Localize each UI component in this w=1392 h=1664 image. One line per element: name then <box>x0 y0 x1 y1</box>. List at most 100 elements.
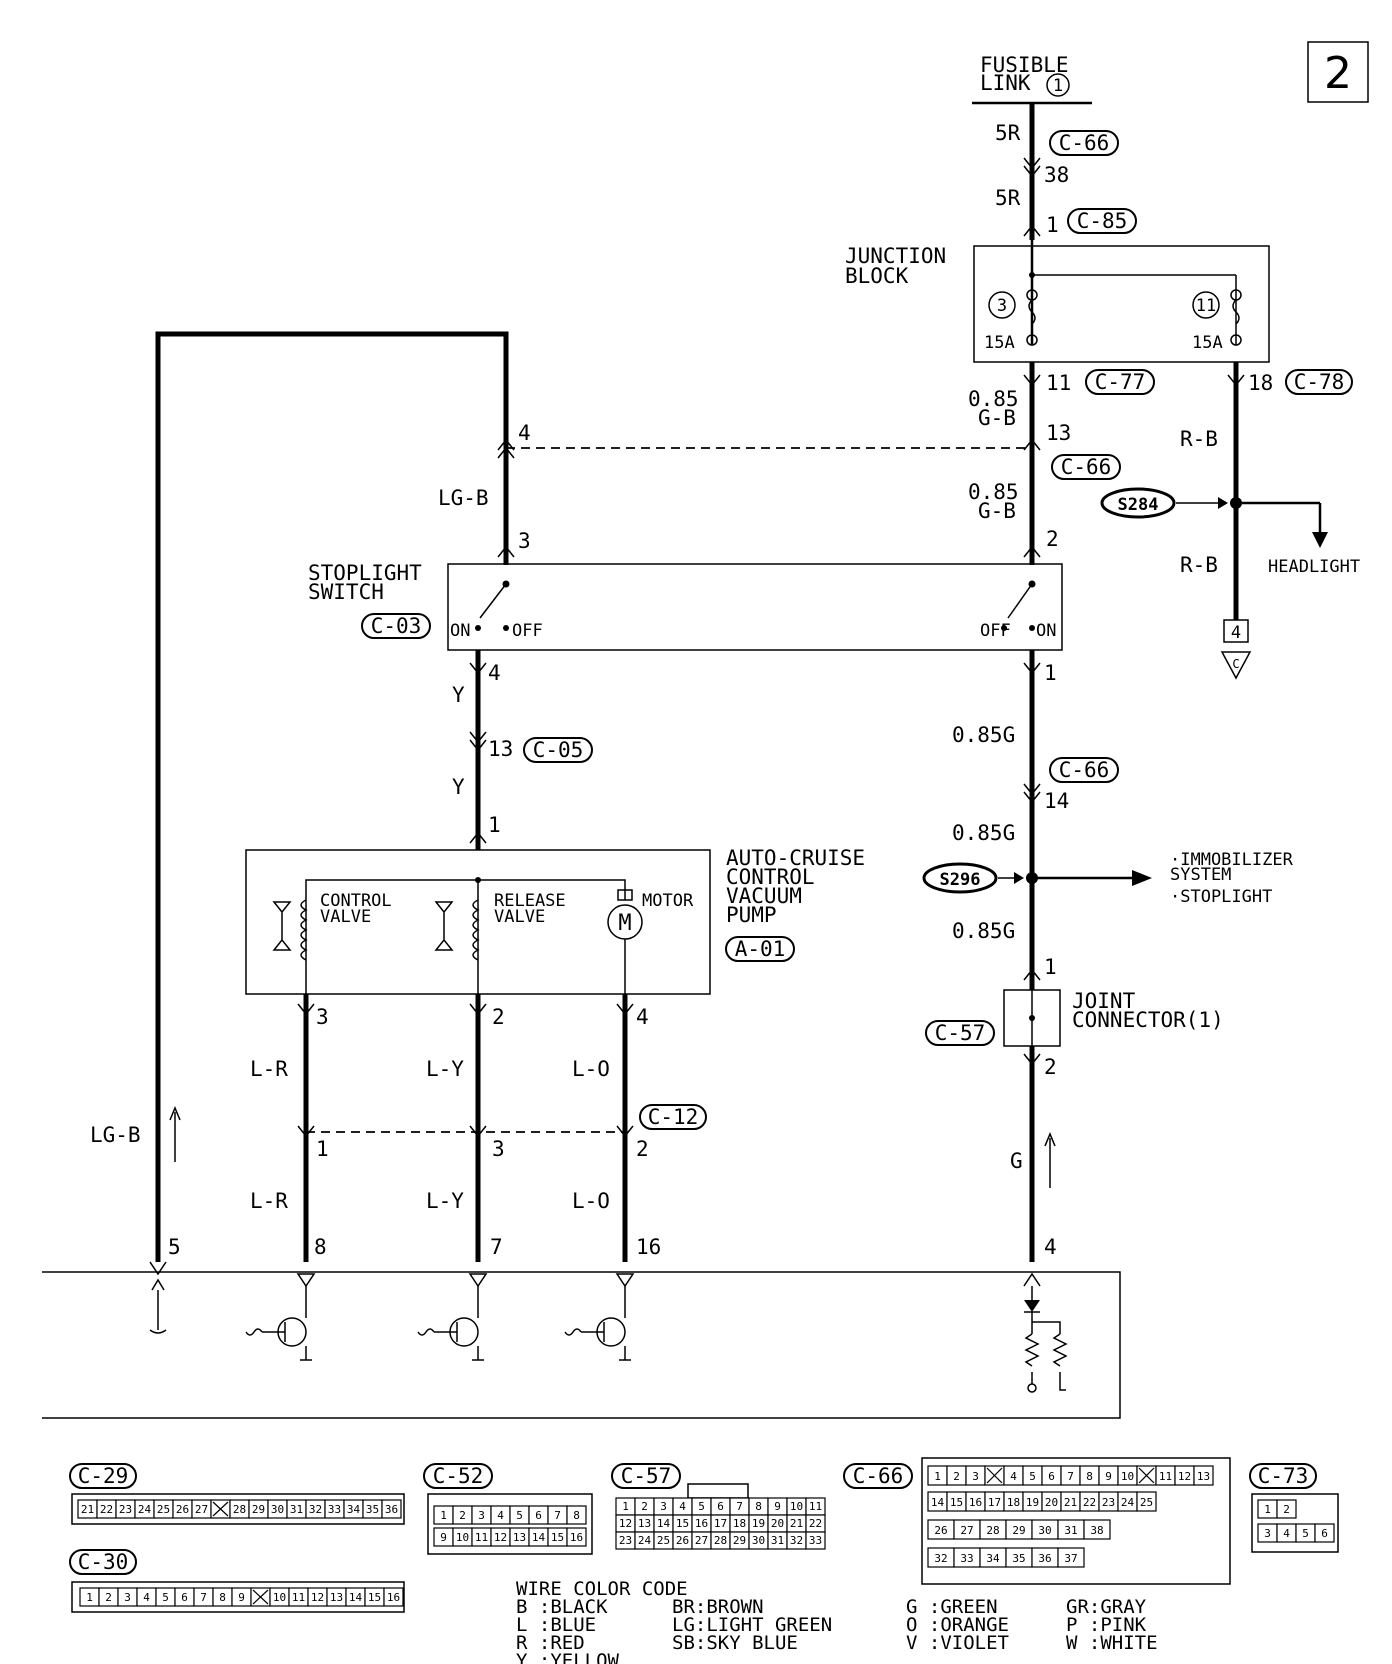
connector-c05: C-05 <box>523 737 593 763</box>
pin-2-joint: 2 <box>1044 1055 1057 1079</box>
input-diode-resistor <box>1023 1272 1068 1393</box>
pin-cell: 33 <box>960 1552 973 1565</box>
pin-cell: 15 <box>676 1517 689 1530</box>
connector-view-c57-label: C-57 <box>611 1463 681 1489</box>
wire-label-085-g-b-bottom: 0.85 G-B <box>968 480 1031 523</box>
pin-cell: 17 <box>714 1517 727 1530</box>
fuse-3-rating: 15A <box>984 333 1015 353</box>
pin-cell: 15 <box>950 1496 963 1509</box>
pin-cell: 6 <box>1321 1527 1328 1540</box>
pin-cell: 1 <box>622 1500 629 1513</box>
wire-color-entry: W :WHITE <box>1066 1632 1158 1654</box>
pin-cell: 11 <box>809 1500 822 1513</box>
pin-cell: 25 <box>1140 1496 1153 1509</box>
wire-label-085g-2: 0.85G <box>952 821 1015 845</box>
pin-2-ly: 2 <box>492 1005 505 1029</box>
pin-cell: 9 <box>238 1591 245 1604</box>
pin-cell: 4 <box>1010 1470 1017 1483</box>
control-valve-label: CONTROL VALVE <box>320 891 402 927</box>
wire-color-entry: G :GREEN <box>906 1596 998 1618</box>
connector-c77: C-77 <box>1085 369 1155 395</box>
svg-text:C: C <box>1232 657 1239 671</box>
pin-cell: 32 <box>309 1503 322 1516</box>
pin-cell: 7 <box>200 1591 207 1604</box>
pin-1-switch-out: 1 <box>1044 661 1057 685</box>
pin-38: 38 <box>1044 163 1069 187</box>
connector-view-c30-label: C-30 <box>69 1549 137 1575</box>
ecu-block <box>42 1261 1121 1419</box>
pin-cell: 30 <box>752 1534 765 1547</box>
wire-color-entry: O :ORANGE <box>906 1614 1009 1636</box>
pin-cell: 25 <box>657 1534 670 1547</box>
pin-13-y: 13 <box>488 737 513 761</box>
pin-cell: 6 <box>181 1591 188 1604</box>
svg-text:C-57: C-57 <box>621 1464 672 1488</box>
pin-cell: 7 <box>554 1509 561 1522</box>
pin-7: 7 <box>490 1235 503 1259</box>
pin-1-lr: 1 <box>316 1137 329 1161</box>
svg-text:A-01: A-01 <box>735 937 786 961</box>
pin-cell: 5 <box>1029 1470 1036 1483</box>
junction-block: JUNCTION BLOCK 3 15A 11 15A <box>845 240 1270 363</box>
pin-cell: 20 <box>1045 1496 1058 1509</box>
switch-off-left: OFF <box>512 621 543 641</box>
pump-label: AUTO-CRUISE CONTROL VACUUM PUMP <box>726 846 878 927</box>
connector-c85: C-85 <box>1067 208 1137 234</box>
pin-cell: 17 <box>988 1496 1001 1509</box>
pin-cell: 11 <box>292 1591 305 1604</box>
release-valve-icon <box>434 901 454 951</box>
pin-cell: 22 <box>809 1517 822 1530</box>
pin-cell: 8 <box>219 1591 226 1604</box>
pin-cell: 16 <box>695 1517 708 1530</box>
svg-text:C-66: C-66 <box>1059 131 1110 155</box>
wire-label-lg-b-upper: LG-B <box>438 486 489 510</box>
pin-cell: 27 <box>695 1534 708 1547</box>
pin-cell: 32 <box>790 1534 803 1547</box>
pin-cell: 26 <box>934 1524 947 1537</box>
ref-box-4 <box>1223 619 1249 643</box>
wire-label-085-g-b-top: 0.85 G-B <box>968 387 1031 430</box>
pin-cell: 12 <box>619 1517 632 1530</box>
release-valve-label: RELEASE VALVE <box>494 891 576 927</box>
junction-block-label: JUNCTION BLOCK <box>845 244 959 288</box>
svg-text:C-85: C-85 <box>1077 209 1128 233</box>
pin-cell: 26 <box>676 1534 689 1547</box>
control-valve-coil <box>300 899 308 961</box>
pin-cell: 4 <box>679 1500 686 1513</box>
wire-lg-b-loop <box>155 331 509 1262</box>
pin-cell: 13 <box>638 1517 651 1530</box>
pin-cell: 3 <box>478 1509 485 1522</box>
pin-cell: 1 <box>1264 1503 1271 1516</box>
pin-cell: 14 <box>349 1591 363 1604</box>
wire-label-l-o-top: L-O <box>572 1057 610 1081</box>
svg-text:M: M <box>618 911 631 936</box>
pin-cell: 5 <box>1302 1527 1309 1540</box>
pin-cell: 10 <box>273 1591 286 1604</box>
switch-off-right: OFF <box>980 621 1011 641</box>
wire-color-entry: R :RED <box>516 1632 585 1654</box>
pin-cell: 10 <box>790 1500 803 1513</box>
ref-triangle-c <box>1220 651 1252 680</box>
pin-cell: 36 <box>385 1503 398 1516</box>
pin-cell: 34 <box>986 1552 1000 1565</box>
wire-color-entry: P :PINK <box>1066 1614 1147 1636</box>
joint-connector-label: JOINT CONNECTOR(1) <box>1072 989 1224 1032</box>
pin-cell: 9 <box>1105 1470 1112 1483</box>
control-valve-icon <box>272 901 292 951</box>
wire-label-085g-3: 0.85G <box>952 919 1015 943</box>
immobilizer-stoplight-label: ·IMMOBILIZER SYSTEM ·STOPLIGHT <box>1170 850 1303 907</box>
pin-cell: 8 <box>1086 1470 1093 1483</box>
pin-cell: 35 <box>1012 1552 1025 1565</box>
pin-cell: 2 <box>459 1509 466 1522</box>
fusible-link-number: 1 <box>1053 76 1063 96</box>
wire-label-l-r-bottom: L-R <box>250 1189 288 1213</box>
pin-4-lgb: 4 <box>518 421 531 445</box>
stoplight-switch-label: STOPLIGHT SWITCH <box>308 561 434 604</box>
fusible-link: FUSIBLE LINK 1 <box>972 53 1092 105</box>
pin-cell: 1 <box>934 1470 941 1483</box>
